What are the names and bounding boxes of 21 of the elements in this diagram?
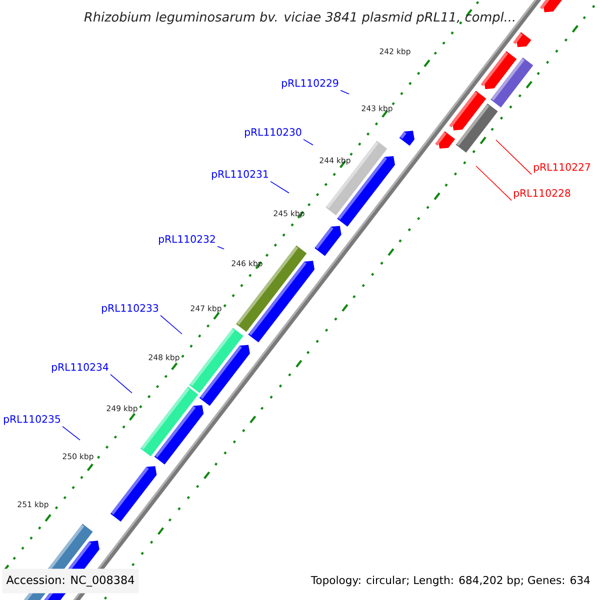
gene-label: pRL110233 xyxy=(102,304,158,314)
gene-label: pRL110232 xyxy=(159,235,215,245)
summary-text: Topology: circular; Length: 684,202 bp; Genes: 634 xyxy=(310,574,592,588)
leader-line xyxy=(476,166,512,201)
gene-label: pRL110230 xyxy=(245,128,302,138)
accession-text: Accession: NC_008384 xyxy=(2,568,139,594)
leader-line xyxy=(270,181,290,194)
leader-line xyxy=(340,90,350,94)
leader-line xyxy=(303,139,314,146)
gene-label: pRL110235 xyxy=(4,415,60,425)
title: Rhizobium leguminosarum bv. viciae 3841 plasmid pRL11, compl... xyxy=(84,12,514,24)
gene-label: pRL110228 xyxy=(514,189,570,199)
leader-line xyxy=(62,426,80,440)
leader-line xyxy=(496,140,532,175)
leader-line xyxy=(160,315,182,334)
gene-label: pRL110234 xyxy=(52,363,108,373)
gene-label: pRL110227 xyxy=(534,163,590,173)
leader-line xyxy=(110,374,132,394)
gene-label: pRL110229 xyxy=(282,79,338,89)
gene-label: pRL110231 xyxy=(212,170,268,180)
leader-line xyxy=(217,246,224,250)
